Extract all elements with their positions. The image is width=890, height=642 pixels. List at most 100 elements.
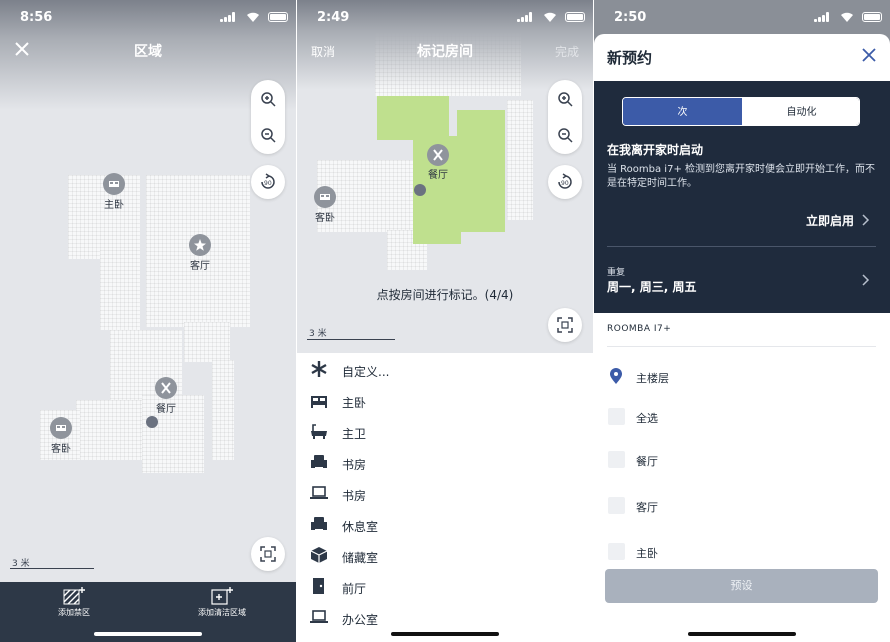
fit-view-button[interactable] bbox=[548, 308, 582, 342]
list-item[interactable]: 书房 bbox=[297, 448, 593, 479]
enable-now-button[interactable]: 立即启用 bbox=[805, 214, 854, 228]
list-item[interactable]: 主卧 bbox=[297, 386, 593, 417]
list-item-label: 主卧 bbox=[342, 396, 367, 410]
status-bar: 8:56 bbox=[0, 0, 296, 34]
svg-text:90: 90 bbox=[561, 180, 569, 187]
list-item[interactable]: 书房 bbox=[297, 479, 593, 510]
divider bbox=[607, 246, 876, 247]
list-item[interactable]: 主卫 bbox=[297, 417, 593, 448]
room-checkbox-row[interactable]: 全选 bbox=[594, 408, 890, 428]
fork-knife-icon bbox=[155, 377, 177, 399]
checkbox-label: 餐厅 bbox=[636, 455, 658, 468]
screen-new-schedule: 2:50 新预约 次 自动化 在我离开家时启动 当 Roomba i7+ 检测到… bbox=[594, 0, 890, 642]
list-item[interactable]: 储藏室 bbox=[297, 541, 593, 572]
top-gradient bbox=[297, 0, 593, 90]
checkbox[interactable] bbox=[608, 408, 625, 425]
bed-icon bbox=[50, 417, 72, 439]
checkbox-label: 客厅 bbox=[636, 501, 658, 514]
location-pin-icon bbox=[610, 368, 622, 384]
map-room-area bbox=[110, 330, 182, 400]
robot-section-title: ROOMBA I7+ bbox=[607, 324, 672, 334]
zoom-out-button[interactable] bbox=[548, 118, 582, 152]
room-checkbox-row[interactable]: 餐厅 bbox=[594, 451, 890, 471]
zoom-in-button[interactable] bbox=[251, 82, 285, 116]
rotate-90-button[interactable]: 90 bbox=[548, 165, 582, 199]
room-label: 客厅 bbox=[190, 261, 210, 272]
fit-view-button[interactable] bbox=[251, 537, 285, 571]
done-button[interactable]: 完成 bbox=[554, 45, 579, 59]
box-icon bbox=[310, 547, 328, 563]
floor-map[interactable]: 主卧 客厅 餐厅 客卧 bbox=[0, 0, 296, 582]
wifi-icon bbox=[841, 12, 853, 22]
rotate-icon: 90 bbox=[558, 173, 572, 189]
list-item[interactable]: 自定义... bbox=[297, 355, 593, 386]
automation-heading: 在我离开家时启动 bbox=[607, 143, 704, 157]
add-clean-zone-button[interactable]: 添加清洁区域 bbox=[182, 587, 262, 618]
battery-icon bbox=[862, 12, 882, 22]
list-item-label: 储藏室 bbox=[342, 551, 379, 565]
screen-zones: 主卧 客厅 餐厅 客卧 8:56 区域 90 3 米 bbox=[0, 0, 296, 642]
segment-automation[interactable]: 自动化 bbox=[742, 98, 859, 125]
floor-label: 主楼层 bbox=[636, 372, 669, 385]
room-label: 主卧 bbox=[104, 200, 124, 211]
zoom-in-button[interactable] bbox=[548, 82, 582, 116]
checkbox-label: 主卧 bbox=[636, 547, 658, 560]
bathtub-icon bbox=[311, 424, 327, 439]
armchair-icon bbox=[311, 517, 327, 530]
bottom-toolbar: 添加禁区 添加清洁区域 bbox=[0, 582, 296, 642]
fit-screen-icon bbox=[260, 546, 276, 562]
close-icon[interactable] bbox=[862, 48, 876, 62]
list-item[interactable]: 前厅 bbox=[297, 572, 593, 603]
checkbox[interactable] bbox=[608, 451, 625, 468]
bed-icon bbox=[314, 186, 336, 208]
add-no-go-label: 添加禁区 bbox=[58, 608, 90, 617]
status-time: 2:49 bbox=[317, 10, 350, 25]
laptop-icon bbox=[310, 486, 328, 499]
list-item[interactable]: 休息室 bbox=[297, 510, 593, 541]
map-room-area bbox=[507, 100, 533, 220]
map-room-area bbox=[100, 250, 140, 330]
zoom-control bbox=[251, 80, 285, 154]
add-clean-zone-label: 添加清洁区域 bbox=[198, 608, 246, 617]
signal-icon bbox=[517, 12, 533, 22]
instruction-text: 点按房间进行标记。(4/4) bbox=[376, 288, 514, 302]
map-room-area bbox=[142, 395, 204, 473]
rotate-90-button[interactable]: 90 bbox=[251, 165, 285, 199]
room-label: 餐厅 bbox=[428, 170, 448, 181]
repeat-row[interactable]: 重复 周一, 周三, 周五 bbox=[594, 256, 890, 306]
bed-icon bbox=[103, 173, 125, 195]
checkbox[interactable] bbox=[608, 497, 625, 514]
zoom-out-button[interactable] bbox=[251, 118, 285, 152]
hatched-zone-icon bbox=[63, 587, 85, 605]
room-checkbox-row[interactable]: 主卧 bbox=[594, 543, 890, 563]
floor-row[interactable]: 主楼层 bbox=[594, 368, 890, 388]
divider bbox=[593, 0, 594, 642]
home-indicator bbox=[94, 632, 202, 636]
cancel-button[interactable]: 取消 bbox=[311, 45, 336, 59]
checkbox[interactable] bbox=[608, 543, 625, 560]
automation-description: 当 Roomba i7+ 检测到您离开家时便会立即开始工作，而不是在特定时间工作… bbox=[607, 164, 876, 189]
home-indicator bbox=[391, 632, 499, 636]
status-time: 8:56 bbox=[20, 10, 53, 25]
list-item-label: 书房 bbox=[342, 458, 367, 472]
map-scale: 3 米 bbox=[309, 329, 327, 339]
list-item-label: 休息室 bbox=[342, 520, 379, 534]
svg-text:90: 90 bbox=[264, 180, 272, 187]
add-no-go-zone-button[interactable]: 添加禁区 bbox=[34, 587, 114, 618]
zoom-in-icon bbox=[261, 92, 276, 107]
list-item-label: 书房 bbox=[342, 489, 367, 503]
close-icon[interactable] bbox=[14, 41, 30, 57]
list-item-label: 前厅 bbox=[342, 582, 367, 596]
repeat-label: 重复 bbox=[607, 268, 626, 278]
fit-screen-icon bbox=[557, 317, 573, 333]
list-item-label: 主卫 bbox=[342, 427, 367, 441]
segment-once[interactable]: 次 bbox=[623, 98, 742, 125]
map-room-area bbox=[76, 400, 142, 460]
page-title: 区域 bbox=[134, 44, 162, 60]
preset-button[interactable]: 预设 bbox=[605, 569, 878, 603]
room-checkbox-row[interactable]: 客厅 bbox=[594, 497, 890, 517]
laptop-icon bbox=[310, 610, 328, 623]
list-item[interactable]: 办公室 bbox=[297, 603, 593, 634]
repeat-value: 周一, 周三, 周五 bbox=[607, 280, 697, 294]
door-icon bbox=[313, 578, 324, 594]
